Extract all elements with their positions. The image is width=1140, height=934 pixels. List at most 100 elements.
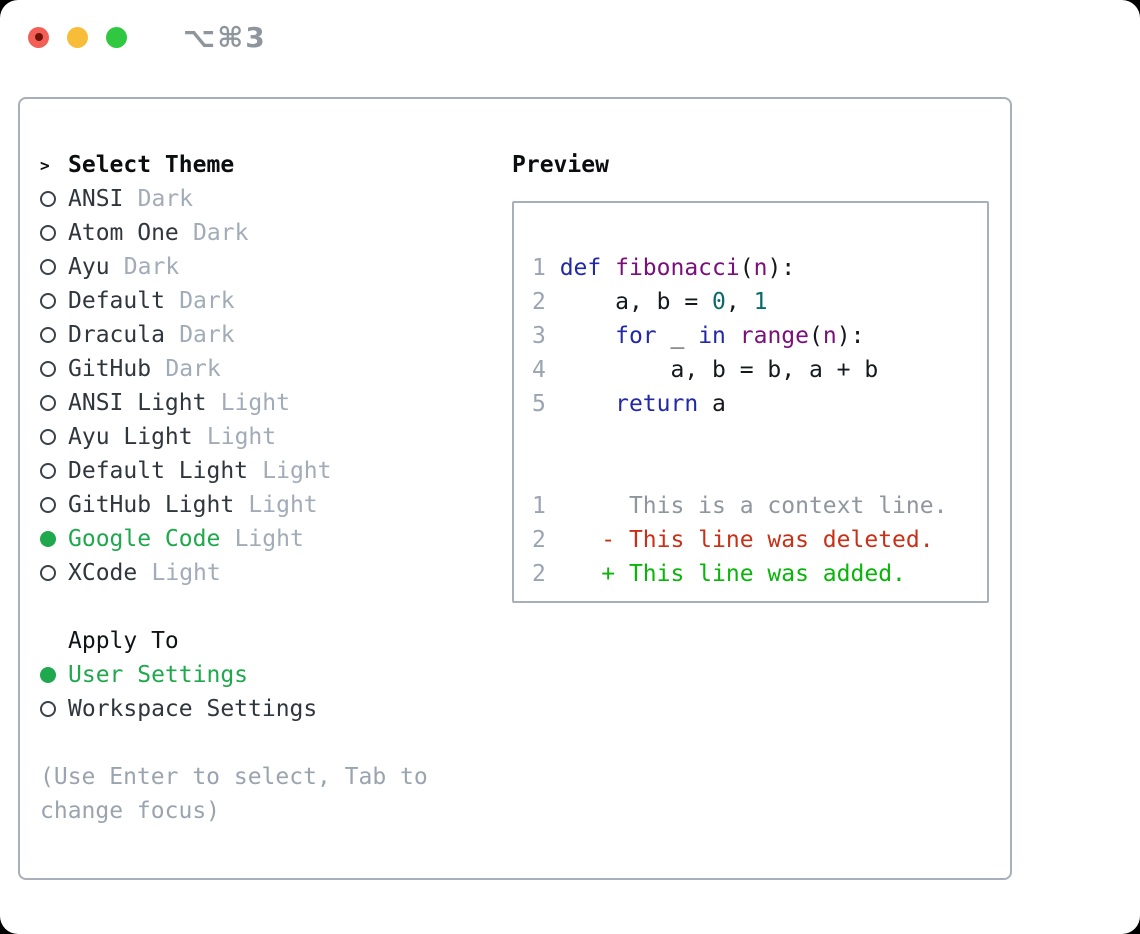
theme-variant-label: Dark [179,288,235,314]
theme-option-xcode[interactable]: XCode Light [40,556,512,590]
code-line [532,421,987,455]
radio-icon [40,361,68,377]
line-number: 3 [532,323,560,349]
code-segment-pln: ): [767,255,796,281]
apply-option-user-settings[interactable]: User Settings [40,658,512,692]
code-segment-add: + This line was added. [601,561,906,587]
radio-icon [40,395,68,411]
code-line: 1 def fibonacci(n): [532,251,987,285]
apply-to-header: Apply To [40,624,512,658]
theme-variant-label: Dark [137,186,194,212]
option-label: Default [68,288,165,314]
line-number: 4 [532,357,560,383]
line-number: 2 [532,289,560,315]
radio-selected-icon [40,531,68,547]
theme-variant-label: Light [206,424,277,450]
code-segment-kwd: in [698,323,726,349]
code-segment-typ: fibonacci [615,255,740,281]
theme-option-default[interactable]: Default Dark [40,284,512,318]
theme-variant-label: Light [248,492,318,518]
code-segment-kwd: return [615,391,699,417]
theme-variant-label: Light [151,560,221,586]
code-segment-del: - This line was deleted. [601,527,934,553]
theme-variant-label: Light [234,526,304,552]
theme-variant-label: Dark [165,356,221,382]
theme-option-github-light[interactable]: GitHub Light Light [40,488,512,522]
theme-option-ayu[interactable]: Ayu Dark [40,250,512,284]
theme-variant-label: Light [220,390,290,416]
option-label: Ayu [68,254,110,280]
option-label: GitHub Light [68,492,235,518]
code-segment-pln: a [698,391,726,417]
select-theme-title: Select Theme [68,152,235,178]
titlebar: ⌥⌘3 [28,21,267,54]
spacer [40,590,512,624]
code-line: 4 a, b = b, a + b [532,353,987,387]
maximize-button[interactable] [106,26,127,48]
close-button[interactable] [28,26,49,48]
apply-option-workspace-settings[interactable]: Workspace Settings [40,692,512,726]
code-line: 2 - This line was deleted. [532,523,987,557]
radio-icon [40,259,68,275]
code-segment-pln: a, b = b, a + b [559,357,879,383]
code-segment-pln: a, b = [559,289,713,315]
code-line: 2 + This line was added. [532,557,987,591]
option-label: Workspace Settings [68,696,318,722]
theme-variant-label: Dark [193,220,249,246]
code-segment-typ: range [739,323,809,349]
code-segment-lit: 0 [712,289,726,315]
option-label: ANSI Light [68,390,207,416]
line-number: 1 [532,255,560,281]
code-segment-pln: ( [739,255,754,281]
code-line: 1 This is a context line. [532,489,987,523]
radio-icon [40,225,68,241]
code-line: 3 for _ in range(n): [532,319,987,353]
option-label: Default Light [68,458,249,484]
theme-option-google-code[interactable]: Google Code Light [40,522,512,556]
radio-icon [40,463,68,479]
option-label: Dracula [68,322,165,348]
window-shortcut-label: ⌥⌘3 [183,20,267,54]
code-segment-pln [726,323,740,349]
minimize-button[interactable] [67,26,88,48]
option-label: XCode [68,560,138,586]
code-line: 2 a, b = 0, 1 [532,285,987,319]
theme-option-ansi-light[interactable]: ANSI Light Light [40,386,512,420]
code-segment-pln: ): [836,323,865,349]
preview-header: Preview [512,148,990,182]
preview-title: Preview [512,152,609,178]
option-label: User Settings [68,662,249,688]
code-segment-typ: n [822,323,837,349]
theme-option-ayu-light[interactable]: Ayu Light Light [40,420,512,454]
theme-variant-label: Dark [123,254,180,280]
option-label: Google Code [68,526,221,552]
close-dot-icon [34,33,43,41]
hint-text: (Use Enter to select, Tab to change focu… [40,764,428,824]
select-theme-header: >Select Theme [40,148,512,182]
radio-icon [40,293,68,309]
line-number: 1 [532,493,560,519]
radio-icon [40,191,68,207]
radio-icon [40,497,68,513]
line-number: 2 [532,561,560,587]
code-segment-kwd: def [559,255,616,281]
code-segment-lit: 1 [753,289,768,315]
radio-icon [40,565,68,581]
code-line [532,455,987,489]
code-segment-typ: n [753,255,768,281]
radio-selected-icon [40,667,68,683]
radio-icon [40,327,68,343]
line-number: 5 [532,391,560,417]
option-label: Ayu Light [68,424,193,450]
